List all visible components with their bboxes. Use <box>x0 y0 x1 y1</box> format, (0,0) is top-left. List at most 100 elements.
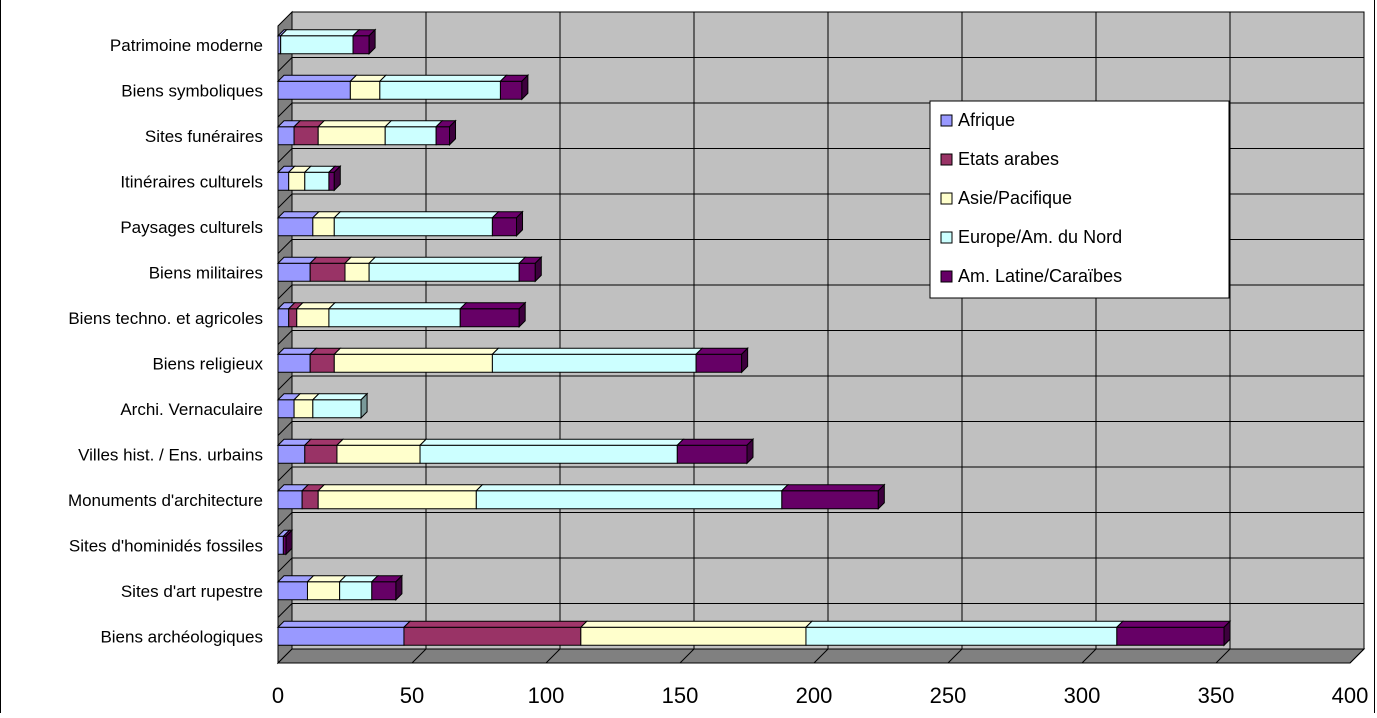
bar-end-cap <box>449 119 457 146</box>
bar-top <box>780 484 886 492</box>
bar-row-archi-vernaculaire <box>276 392 369 419</box>
bar-segment <box>308 347 342 373</box>
floor-gridline <box>947 648 963 664</box>
bar-front <box>304 171 330 191</box>
bar-row-biens-symboliques <box>276 74 530 101</box>
bar-end-cap <box>333 165 341 192</box>
bar-front <box>277 399 295 419</box>
bar-segment <box>475 484 790 510</box>
bar-front <box>328 308 461 328</box>
bar-front <box>277 171 290 191</box>
bar-top <box>367 256 527 264</box>
side-gridline <box>277 57 293 72</box>
bar-segment <box>378 74 508 100</box>
bar-segment <box>276 529 291 555</box>
bar-front <box>352 35 370 55</box>
bar-front <box>384 126 437 146</box>
legend-item-europe-am-du-nord: Europe/Am. du Nord <box>940 227 1122 247</box>
bar-segment <box>276 393 302 419</box>
legend-item-asie-pacifique: Asie/Pacifique <box>940 188 1072 208</box>
bar-end-cap <box>746 438 754 465</box>
bar-segment <box>343 256 377 282</box>
bar-front <box>277 80 351 100</box>
bar-front <box>312 217 335 237</box>
side-gridline <box>277 512 293 527</box>
category-label-patrimoine-moderne: Patrimoine moderne <box>110 36 263 55</box>
bar-end-cap <box>360 392 368 419</box>
bar-front <box>277 353 311 373</box>
bar-front <box>288 171 306 191</box>
bar-row-sites-d-art-rupestre <box>276 574 404 601</box>
bar-row-patrimoine-moderne <box>276 28 377 55</box>
bar-top <box>418 438 685 446</box>
bar-end-cap <box>368 28 376 55</box>
bar-front <box>1116 626 1225 646</box>
bar-front <box>304 444 338 464</box>
bar-segment <box>804 620 1125 646</box>
bar-front <box>277 581 308 601</box>
bar-top <box>327 302 468 310</box>
category-label-biens-symboliques: Biens symboliques <box>121 81 263 100</box>
bar-segment <box>276 347 318 373</box>
bar-segment <box>676 438 755 464</box>
bar-end-cap <box>877 483 885 510</box>
bar-end-cap <box>741 347 749 374</box>
bar-row-biens-techno-et-agricoles <box>276 301 527 328</box>
bar-row-sites-funeraires <box>276 119 457 146</box>
bar-segment <box>311 393 369 419</box>
bar-segment <box>276 575 315 601</box>
x-tick-350: 350 <box>1198 683 1235 708</box>
legend-item-etats-arabes: Etats arabes <box>940 149 1059 169</box>
bar-front <box>317 490 477 510</box>
bar-front <box>277 126 295 146</box>
bar-top <box>1115 620 1232 628</box>
bar-top <box>676 438 755 446</box>
bar-segment <box>367 256 527 282</box>
bar-front <box>277 308 290 328</box>
bar-top <box>333 211 500 219</box>
bar-front <box>349 80 381 100</box>
category-label-biens-militaires: Biens militaires <box>149 263 263 282</box>
bar-segment <box>351 29 377 55</box>
bar-end-cap <box>285 529 293 556</box>
legend-label: Am. Latine/Caraïbes <box>958 266 1122 286</box>
bar-end-cap <box>516 210 524 237</box>
floor-gridline <box>1081 648 1097 664</box>
bar-front <box>312 399 362 419</box>
bar-front <box>306 581 341 601</box>
legend-item-afrique: Afrique <box>940 110 1015 130</box>
bar-segment <box>1115 620 1232 646</box>
legend-item-am-latine-caraibes: Am. Latine/Caraïbes <box>940 266 1122 286</box>
floor-gridline <box>545 648 561 664</box>
bar-front <box>288 308 298 328</box>
x-tick-100: 100 <box>528 683 565 708</box>
bar-front <box>277 262 311 282</box>
bar-front <box>277 217 314 237</box>
bar-end-cap <box>521 74 529 101</box>
bar-segment <box>276 211 321 237</box>
bar-front <box>309 353 335 373</box>
bar-top <box>308 256 353 264</box>
legend-swatch <box>940 153 953 166</box>
category-label-monuments-d-architecture: Monuments d'architecture <box>68 491 263 510</box>
bar-end-cap <box>395 574 403 601</box>
bar-row-paysages-culturels <box>276 210 524 237</box>
bar-front <box>419 444 678 464</box>
bar-row-biens-militaires <box>276 256 543 283</box>
bar-top <box>316 484 484 492</box>
side-gridline <box>277 239 293 254</box>
side-gridline <box>277 284 293 300</box>
x-tick-0: 0 <box>272 683 284 708</box>
bar-segment <box>316 484 484 510</box>
bar-front <box>301 490 319 510</box>
side-gridline <box>277 102 293 118</box>
legend-swatch <box>940 192 953 205</box>
bar-segment <box>327 302 468 328</box>
bar-front <box>333 353 493 373</box>
bar-front <box>781 490 879 510</box>
side-gridline <box>277 466 293 482</box>
floor-gridline <box>679 648 695 664</box>
